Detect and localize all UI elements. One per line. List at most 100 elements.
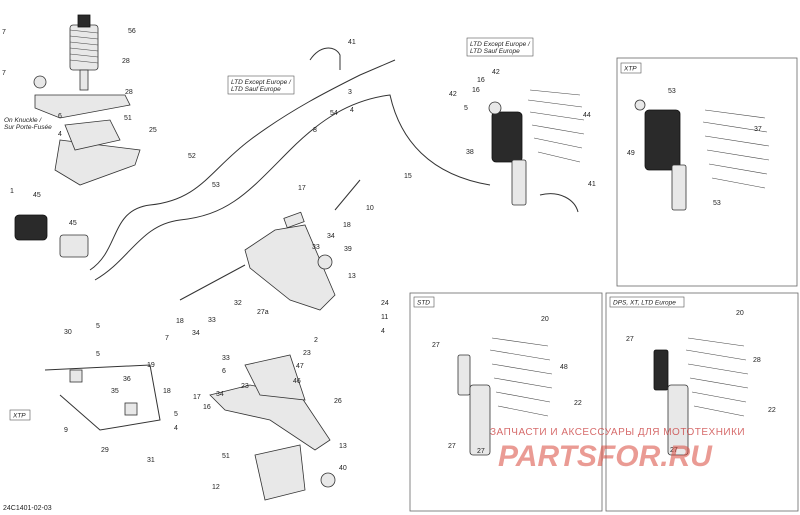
- callout: 31: [147, 457, 155, 464]
- guard-53: [254, 444, 306, 501]
- hose-42-top: [309, 47, 341, 70]
- dps-label: DPS, XT, LTD Europe: [609, 296, 685, 308]
- ltd-except-box: LTD Except Europe / LTD Sauf Europe: [227, 75, 295, 95]
- callout: 12: [212, 484, 220, 491]
- callout: 52: [188, 153, 196, 160]
- callout: 33: [208, 317, 216, 324]
- diagram-code: 24C1401-02-03: [3, 505, 52, 512]
- callouts: 7 7 1 6 56 28 28 51 25 4 45 45 41 3 4 8 …: [2, 28, 776, 512]
- callout: 19: [147, 362, 155, 369]
- callout: 7: [2, 29, 6, 36]
- callout: 5: [174, 411, 178, 418]
- callout: 54: [330, 110, 338, 117]
- callout: 7: [165, 335, 169, 342]
- callout: 32: [234, 300, 242, 307]
- callout: 27a: [257, 309, 269, 316]
- callout: 48: [560, 364, 568, 371]
- watermark-text: ЗАПЧАСТИ И АКСЕССУАРЫ ДЛЯ МОТОТЕХНИКИ: [490, 427, 745, 438]
- callout: 45: [33, 192, 41, 199]
- callout: 16: [477, 77, 485, 84]
- spring-45: [527, 89, 585, 163]
- svg-text:LTD Except Europe /: LTD Except Europe /: [231, 79, 292, 86]
- hose-55: [94, 94, 491, 281]
- ball-joint-40: [317, 254, 333, 270]
- callout: 8: [313, 127, 317, 134]
- callout: 39: [344, 246, 352, 253]
- callout: 6: [58, 113, 62, 120]
- svg-text:LTD Sauf Europe: LTD Sauf Europe: [231, 86, 281, 93]
- callout: 18: [163, 388, 171, 395]
- callout: 4: [350, 107, 354, 114]
- callout: 35: [111, 388, 119, 395]
- callout: 5: [96, 323, 100, 330]
- callout: 6: [222, 368, 226, 375]
- callout: 23: [303, 350, 311, 357]
- callout: 13: [339, 443, 347, 450]
- callout: 29: [101, 447, 109, 454]
- callout: 56: [128, 28, 136, 35]
- rod-10: [334, 179, 361, 211]
- callout: 46: [293, 378, 301, 385]
- callout: 28: [125, 89, 133, 96]
- callout: 4: [381, 328, 385, 335]
- dps-shock-27: [653, 349, 689, 456]
- callout: 47: [296, 363, 304, 370]
- callout: 5: [464, 105, 468, 112]
- xtp-box: [616, 57, 798, 287]
- dps-spring-29: [685, 337, 749, 417]
- xtp-shock-50: [634, 99, 687, 211]
- std-spring-49: [489, 337, 553, 417]
- std-shock-27: [457, 354, 491, 456]
- shock-39: [488, 101, 527, 206]
- callout: 18: [343, 222, 351, 229]
- std-label: STD: [413, 296, 435, 308]
- callout: 30: [64, 329, 72, 336]
- callout: 22: [574, 400, 582, 407]
- callout: 20: [736, 310, 744, 317]
- callout: 25: [149, 127, 157, 134]
- std-box: [409, 292, 603, 512]
- callout: 37: [754, 126, 762, 133]
- callout: 49: [627, 150, 635, 157]
- callout: 16: [472, 87, 480, 94]
- callout: 27: [432, 342, 440, 349]
- boot-46: [14, 214, 89, 258]
- callout: 20: [541, 316, 549, 323]
- callout: 24: [381, 300, 389, 307]
- callout: 45: [69, 220, 77, 227]
- callout: 42: [492, 69, 500, 76]
- ltd-except-top-box: LTD Except Europe / LTD Sauf Europe: [466, 37, 534, 57]
- callout: 18: [176, 318, 184, 325]
- callout: 53: [212, 182, 220, 189]
- callout: 36: [123, 376, 131, 383]
- svg-text:XTP: XTP: [12, 413, 26, 420]
- callout: 26: [334, 398, 342, 405]
- callout: 11: [381, 314, 388, 321]
- callout: 53: [668, 88, 676, 95]
- callout: 27: [448, 443, 456, 450]
- lower-a-arm-left: [54, 119, 141, 186]
- callout: 34: [216, 391, 224, 398]
- callout: 1: [10, 188, 14, 195]
- callout: 44: [583, 112, 591, 119]
- svg-text:STD: STD: [417, 300, 430, 307]
- callout: 10: [366, 205, 374, 212]
- xtp-left-label: XTP: [9, 409, 31, 421]
- xtp-spring-38: [702, 109, 770, 189]
- callout: 5: [96, 351, 100, 358]
- callout: 23: [241, 383, 249, 390]
- callout: 15: [404, 173, 412, 180]
- rod-33: [179, 264, 246, 301]
- callout: 2: [314, 337, 318, 344]
- callout: 38: [466, 149, 474, 156]
- callout: 16: [203, 404, 211, 411]
- callout: 51: [222, 453, 230, 460]
- watermark-logo: PARTSFOR.RU: [498, 440, 713, 473]
- dps-box: [605, 292, 799, 512]
- callout: 28: [122, 58, 130, 65]
- callout: 53: [713, 200, 721, 207]
- callout: 51: [124, 115, 132, 122]
- callout: 41: [348, 39, 356, 46]
- callout: 22: [768, 407, 776, 414]
- svg-text:DPS, XT, LTD Europe: DPS, XT, LTD Europe: [613, 300, 676, 307]
